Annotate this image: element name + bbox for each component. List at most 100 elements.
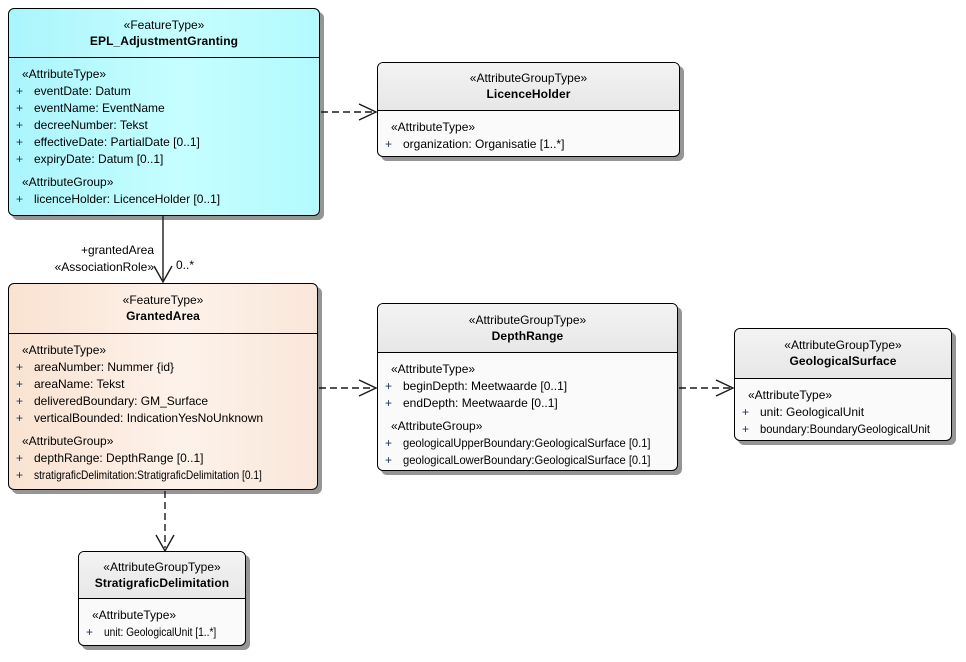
attribute-section-label: «AttributeType» [391,120,476,134]
class-grantedarea[interactable]: «FeatureType» GrantedArea «AttributeType… [8,283,318,490]
attribute-section-label: «AttributeType» [22,67,107,81]
attribute-row: +unit: GeologicalUnit [1..*] [79,624,245,641]
attribute-text: beginDepth: Meetwaarde [0..1] [403,379,568,393]
attribute-text: geologicalLowerBoundary:GeologicalSurfac… [403,453,651,467]
attribute-text: decreeNumber: Tekst [34,118,148,132]
class-epl-adjustmentgranting[interactable]: «FeatureType» EPL_AdjustmentGranting «At… [8,8,320,216]
attribute-section-label: «AttributeType» [748,388,833,402]
attribute-section-label: «AttributeType» [22,343,107,357]
class-attributes: «AttributeType» + unit: GeologicalUnit + b… [735,379,951,438]
attribute-row: +areaName: Tekst [9,376,317,393]
class-header: «AttributeGroupType» StratigraficDelimit… [79,552,245,599]
class-attributes: «AttributeType» +unit: GeologicalUnit [1… [79,599,245,641]
dependency-grantedarea-to-stratigraficdelimitation [155,491,175,553]
attribute-text: expiryDate: Datum [0..1] [34,152,164,166]
class-name: LicenceHolder [486,87,571,101]
attribute-row: + decreeNumber: Tekst [9,117,319,134]
class-attributes: «AttributeType» +eventDate: Datum +event… [9,58,319,208]
attribute-row: + geologicalUpperBoundary:GeologicalSurfa… [378,435,677,452]
dependency-epl-to-licenceholder [321,103,378,121]
attribute-text: areaName: Tekst [34,377,125,391]
class-attributes: «AttributeType» + beginDepth: Meetwaarde … [378,353,677,469]
visibility-plus: + [385,396,393,410]
class-name: EPL_AdjustmentGranting [89,33,239,48]
attribute-text: verticalBounded: IndicationYesNoUnknown [34,411,264,425]
class-attributes: «AttributeType» + areaNumber: Nummer {id}… [9,334,317,484]
association-epl-to-grantedarea [153,216,173,284]
attribute-row: + areaNumber: Nummer {id} [9,359,317,376]
attribute-row: + depthRange: DepthRange [0..1] [9,450,317,467]
attribute-row: + eventName: EventName [9,100,319,117]
attribute-row: + beginDepth: Meetwaarde [0..1] [378,378,677,395]
visibility-plus: + [86,625,94,639]
visibility-plus: + [742,422,750,436]
class-name: DepthRange [491,328,564,343]
attribute-row: + expiryDate: Datum [0..1] [9,151,319,168]
stereotype-label: «FeatureType» [122,293,204,307]
visibility-plus: + [385,137,393,151]
visibility-plus: + [16,360,24,374]
attribute-text: eventDate: Datum [34,84,131,98]
visibility-plus: + [385,436,393,450]
visibility-plus: + [16,101,24,115]
attribute-text: boundary:BoundaryGeologicalUnit [760,422,931,436]
visibility-plus: + [385,379,393,393]
attribute-row: + endDepth: Meetwaarde [0..1] [378,395,677,412]
visibility-plus: + [16,118,24,132]
attribute-text: licenceHolder: LicenceHolder [0..1] [34,192,221,206]
attribute-section-label: «AttributeGroup» [391,419,483,433]
attribute-text: unit: GeologicalUnit [760,405,865,419]
attribute-row: + deliveredBoundary: GM_Surface [9,393,317,410]
class-header: «FeatureType» GrantedArea [9,284,317,334]
class-stratigraficdelimitation[interactable]: «AttributeGroupType» StratigraficDelimit… [78,551,246,646]
attribute-text: eventName: EventName [34,101,165,115]
stereotype-label: «FeatureType» [123,17,205,32]
attribute-text: deliveredBoundary: GM_Surface [34,394,209,408]
attribute-section-label: «AttributeType» [92,608,177,622]
dependency-grantedarea-to-depthrange [319,379,378,397]
visibility-plus: + [742,405,750,419]
class-name: StratigraficDelimitation [94,575,230,590]
class-attributes: «AttributeType» + organization: Organisat… [378,111,679,153]
class-header: «FeatureType» EPL_AdjustmentGranting [9,9,319,58]
class-header: «AttributeGroupType» GeologicalSurface [735,329,951,379]
attribute-row: + organization: Organisatie [1..*] [378,136,679,153]
attribute-row: + stratigraficDelimitation:StratigraficDe… [9,467,317,484]
attribute-text: areaNumber: Nummer {id} [34,360,175,374]
attribute-text: endDepth: Meetwaarde [0..1] [403,396,558,410]
visibility-plus: + [16,394,24,408]
dependency-depthrange-to-geologicalsurface [679,379,735,397]
stereotype-label: «AttributeGroupType» [468,312,587,327]
association-role-name: +grantedArea [80,243,154,257]
association-stereotype: «AssociationRole» [54,260,154,274]
stereotype-label: «AttributeGroupType» [784,338,902,352]
class-geologicalsurface[interactable]: «AttributeGroupType» GeologicalSurface «… [734,328,952,441]
visibility-plus: + [16,451,24,465]
class-name: GrantedArea [126,309,200,323]
stereotype-label: «AttributeGroupType» [103,559,221,574]
visibility-plus: + [16,192,24,206]
attribute-text: geologicalUpperBoundary:GeologicalSurfac… [403,436,651,450]
attribute-section-label: «AttributeType» [391,362,476,376]
attribute-text: organization: Organisatie [1..*] [403,137,565,151]
attribute-text: stratigraficDelimitation:StratigraficDel… [34,468,262,482]
visibility-plus: + [385,453,393,467]
attribute-text: depthRange: DepthRange [0..1] [34,451,204,465]
attribute-row: +effectiveDate: PartialDate [0..1] [9,134,319,151]
attribute-section-label: «AttributeGroup» [22,434,114,448]
attribute-row: + boundary:BoundaryGeologicalUnit [735,421,951,438]
class-header: «AttributeGroupType» LicenceHolder [378,63,679,111]
attribute-row: +eventDate: Datum [9,83,319,100]
stereotype-label: «AttributeGroupType» [469,71,588,85]
visibility-plus: + [16,411,24,425]
visibility-plus: + [16,468,24,482]
attribute-section-label: «AttributeGroup» [22,175,114,189]
class-licenceholder[interactable]: «AttributeGroupType» LicenceHolder «Attr… [377,62,680,157]
class-depthrange[interactable]: «AttributeGroupType» DepthRange «Attribu… [377,303,678,471]
attribute-text: effectiveDate: PartialDate [0..1] [34,135,200,149]
attribute-row: + licenceHolder: LicenceHolder [0..1] [9,191,319,208]
visibility-plus: + [16,152,24,166]
attribute-row: + geologicalLowerBoundary:GeologicalSurfa… [378,452,677,469]
attribute-row: + verticalBounded: IndicationYesNoUnknown [9,410,317,427]
